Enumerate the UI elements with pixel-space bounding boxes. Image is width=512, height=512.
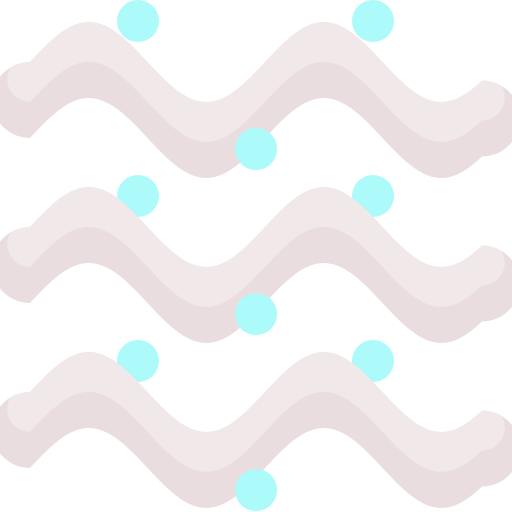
fog-band-3 [0,352,512,508]
droplet-5 [117,340,159,382]
droplet-4 [352,175,394,217]
droplet-front-2 [235,293,277,335]
droplet-3 [117,175,159,217]
droplet-front-3 [235,469,277,511]
droplet-6 [352,340,394,382]
droplet-front-1 [235,128,277,170]
droplet-2 [352,0,394,42]
fog-band-2 [0,187,512,343]
droplet-1 [117,0,159,42]
fog-band-1 [0,22,512,178]
